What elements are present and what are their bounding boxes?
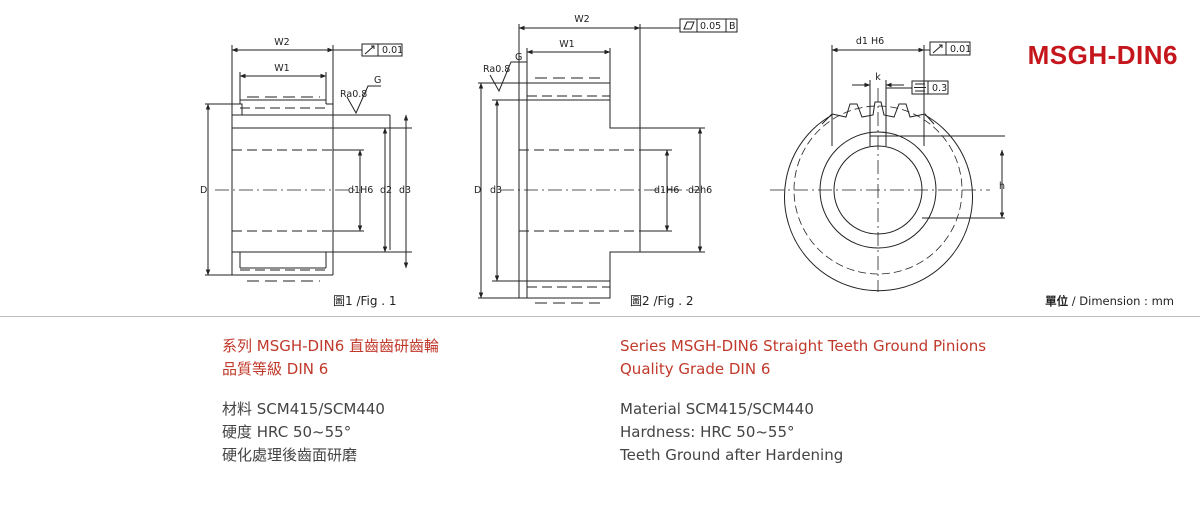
tol-001-label: 0.01 — [382, 45, 403, 56]
fig2-d1h6-label: d1H6 — [654, 185, 679, 196]
unit-en: / Dimension : mm — [1068, 294, 1174, 308]
ra-label: Ra0.8 — [340, 89, 367, 100]
technical-drawing: W2 W1 0.01 Ra0.8 G D d1H6 d2 d3 W2 W1 G … — [200, 14, 1005, 304]
fig3-drawing — [770, 45, 1005, 292]
unit-cn: 單位 — [1045, 294, 1069, 308]
fig3-h-label: h — [999, 181, 1005, 192]
hardness-cn: 硬度 HRC 50~55° — [222, 423, 352, 441]
w1-label: W1 — [274, 63, 289, 74]
dimension-note: 單位 / Dimension : mm — [1045, 293, 1174, 309]
divider — [0, 316, 1200, 317]
grade-en: Quality Grade DIN 6 — [620, 360, 771, 378]
fig3-sym-label: 0.3 — [932, 83, 947, 94]
fig3-tol-label: 0.01 — [950, 44, 971, 55]
d-label: D — [200, 185, 207, 196]
spec-block-en: Series MSGH-DIN6 Straight Teeth Ground P… — [620, 335, 986, 467]
fig3-d1h6-label: d1 H6 — [856, 36, 884, 47]
series-en: Series MSGH-DIN6 Straight Teeth Ground P… — [620, 337, 987, 355]
d2-label: d2 — [380, 185, 392, 196]
fig2-d-label: D — [474, 185, 481, 196]
fig2-d3-label: d3 — [490, 185, 502, 196]
grade-cn: 品質等級 DIN 6 — [222, 360, 329, 378]
fig2-d2h6-label: d2h6 — [688, 185, 712, 196]
material-cn: 材料 SCM415/SCM440 — [222, 400, 385, 418]
spec-block-cn: 系列 MSGH-DIN6 直齒齒研齒輪 品質等級 DIN 6 材料 SCM415… — [222, 335, 439, 467]
model-title: MSGH-DIN6 — [1027, 40, 1178, 70]
process-cn: 硬化處理後齒面研磨 — [222, 446, 358, 464]
process-en: Teeth Ground after Hardening — [620, 446, 844, 464]
fig2-w2-label: W2 — [574, 14, 589, 25]
fig2-w1-label: W1 — [559, 39, 574, 50]
hardness-en: Hardness: HRC 50~55° — [620, 423, 795, 441]
fig1-drawing — [205, 45, 412, 282]
fig2-g-label: G — [515, 52, 522, 63]
g-label: G — [374, 75, 381, 86]
fig2-tol-label: 0.05 — [700, 21, 721, 32]
fig2-datum-label: B — [729, 21, 736, 32]
w2-label: W2 — [274, 37, 289, 48]
fig2-ra-label: Ra0.8 — [483, 64, 510, 75]
series-cn: 系列 MSGH-DIN6 直齒齒研齒輪 — [222, 337, 440, 355]
fig2-drawing — [478, 24, 705, 304]
material-en: Material SCM415/SCM440 — [620, 400, 814, 418]
fig1-caption: 圖1 /Fig . 1 — [333, 294, 397, 308]
d1h6-label: d1H6 — [348, 185, 373, 196]
fig3-k-label: k — [875, 72, 881, 83]
fig2-caption: 圖2 /Fig . 2 — [630, 294, 694, 308]
d3-label: d3 — [399, 185, 411, 196]
